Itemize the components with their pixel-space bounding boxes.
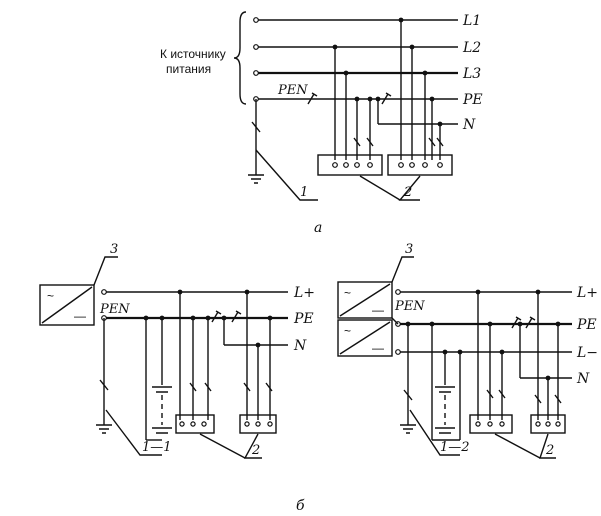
terminal-l3 <box>253 70 259 76</box>
junction-dot <box>343 70 349 76</box>
junction-dot <box>437 121 443 127</box>
source-ac-symbol: ~ <box>47 289 54 303</box>
junction-dot <box>398 17 404 23</box>
source-dc-symbol: — <box>372 303 384 317</box>
source-dc-symbol-2: — <box>372 341 384 355</box>
riser-marks <box>486 389 506 399</box>
callout-3-leader <box>93 256 118 286</box>
junction-dot <box>429 96 435 102</box>
callout-3: 3 <box>110 242 118 257</box>
source-label-line1: К источнику <box>160 47 226 61</box>
separation-marks <box>211 310 242 323</box>
scheme-b-left: ~ — 3 PEN L+ PE N <box>39 242 315 459</box>
callout-2: 2 <box>545 443 554 458</box>
scheme-a: К источнику питания L1 L2 L3 PE N PEN <box>160 11 483 236</box>
source-ac-symbol-2: ~ <box>344 324 351 338</box>
battery-symbol <box>435 427 455 434</box>
source-label-line2: питания <box>166 62 211 76</box>
label-pen: PEN <box>394 299 425 314</box>
label-lplus: L+ <box>293 285 315 301</box>
ground-symbol <box>248 174 264 184</box>
dc-source-3-upper <box>337 281 393 319</box>
junction-dot <box>354 96 360 102</box>
callout-1-leader <box>255 149 318 201</box>
battery-symbol <box>152 427 172 434</box>
caption-a: а <box>314 220 322 236</box>
label-lminus: L− <box>576 345 598 361</box>
terminal-l2 <box>253 44 259 50</box>
receiver-1 <box>175 414 215 434</box>
source-divider <box>339 321 391 355</box>
scheme-b-right: ~ — ~ — 3 PEN L+ PE L− N <box>337 242 598 459</box>
ground-tick <box>99 379 109 391</box>
label-pen: PEN <box>277 83 308 98</box>
label-l1: L1 <box>462 13 481 29</box>
dc-source-3 <box>39 284 95 326</box>
receiver-2 <box>530 414 566 434</box>
label-pe: PE <box>462 92 483 108</box>
terminal-l1 <box>253 17 259 23</box>
riser-marks <box>428 137 444 147</box>
source-dc-symbol: — <box>74 309 86 323</box>
callout-1-1-leader <box>105 409 162 456</box>
label-n: N <box>293 338 307 354</box>
junction-dot <box>422 70 428 76</box>
label-n: N <box>576 371 590 387</box>
callout-2-leader <box>494 433 556 459</box>
junction-dot <box>409 44 415 50</box>
ground-symbol <box>400 424 416 434</box>
battery-symbol <box>152 386 172 393</box>
label-l2: L2 <box>462 40 481 56</box>
pe-separation-mark <box>381 92 392 105</box>
ground-tick <box>251 121 261 133</box>
label-pe: PE <box>576 317 597 333</box>
pen-separation-mark <box>307 92 318 105</box>
receiver-1 <box>469 414 513 434</box>
junction-dot <box>375 96 381 102</box>
ground-symbol <box>96 424 112 434</box>
riser-marks <box>353 137 374 147</box>
callout-1-2-leader <box>409 409 460 456</box>
riser-marks <box>189 382 212 392</box>
callout-1-2: 1—2 <box>440 440 470 455</box>
ground-tick <box>403 389 413 401</box>
label-l3: L3 <box>462 66 481 82</box>
riser-marks <box>243 382 273 392</box>
junction-dot <box>332 44 338 50</box>
callout-2-leader <box>359 175 421 201</box>
source-ac-symbol: ~ <box>344 286 351 300</box>
callout-2-leader <box>199 433 262 459</box>
receiver-2 <box>387 154 453 176</box>
callout-3: 3 <box>405 242 413 257</box>
callout-1-1: 1—1 <box>142 440 172 455</box>
label-pen: PEN <box>99 302 130 317</box>
receiver-1 <box>317 154 383 176</box>
label-n: N <box>462 117 476 133</box>
junction-dot <box>367 96 373 102</box>
dc-source-3-lower <box>337 319 393 357</box>
receiver-2 <box>239 414 277 434</box>
label-pe: PE <box>293 311 314 327</box>
callout-2: 2 <box>251 443 260 458</box>
callout-3-leader <box>391 256 414 283</box>
source-link <box>391 317 399 325</box>
riser-marks <box>534 394 562 404</box>
source-divider <box>41 286 93 324</box>
callout-1: 1 <box>300 185 308 200</box>
source-divider <box>339 283 391 317</box>
battery-symbol <box>435 386 455 393</box>
caption-b: б <box>296 498 305 514</box>
callout-2: 2 <box>403 185 412 200</box>
label-lplus: L+ <box>576 285 598 301</box>
separation-marks <box>511 316 536 329</box>
source-brace <box>233 11 247 105</box>
